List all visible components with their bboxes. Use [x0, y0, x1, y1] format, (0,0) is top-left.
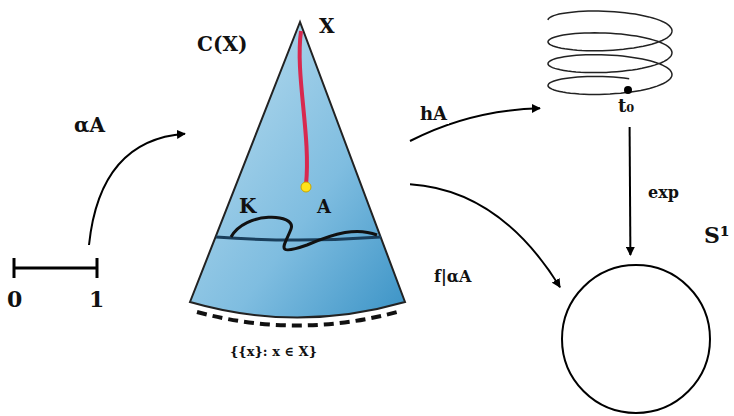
interval-node: 01 — [5, 245, 110, 320]
math-label: 0 — [7, 287, 22, 311]
interval-tick — [13, 258, 16, 278]
map-label: exp — [646, 184, 681, 202]
helix-node: t₀ — [540, 2, 680, 127]
interval-line — [14, 267, 97, 270]
circle-node: S¹ — [560, 255, 720, 416]
map-arrow — [410, 184, 560, 287]
point-a — [301, 182, 311, 192]
map-label: f|αA — [432, 268, 473, 286]
helix-shape — [540, 2, 680, 127]
map-arrow — [629, 127, 632, 255]
math-label: t₀ — [618, 96, 634, 116]
interval-tick — [96, 258, 99, 278]
helix — [548, 11, 672, 94]
map-label: hA — [418, 104, 449, 124]
math-label: X — [319, 15, 335, 37]
map-arrow — [89, 134, 185, 245]
cone-node: C(X) X A K {{x}: x ∈ X} — [185, 15, 410, 375]
map-label: αA — [72, 114, 107, 136]
math-label: K — [239, 195, 256, 217]
math-label: A — [317, 197, 331, 217]
path-alpha — [300, 31, 307, 185]
cone-section — [216, 237, 381, 240]
point-t0 — [624, 86, 632, 94]
math-label: S¹ — [704, 223, 730, 247]
math-label: 1 — [89, 287, 104, 311]
cone-base — [197, 312, 397, 326]
math-label: C(X) — [197, 33, 247, 55]
cone-shape — [185, 15, 410, 375]
cone-outline — [190, 22, 405, 318]
circle-s1 — [562, 265, 710, 413]
math-label: {{x}: x ∈ X} — [230, 345, 317, 359]
circle-shape — [560, 255, 720, 416]
curve-k — [231, 217, 377, 250]
